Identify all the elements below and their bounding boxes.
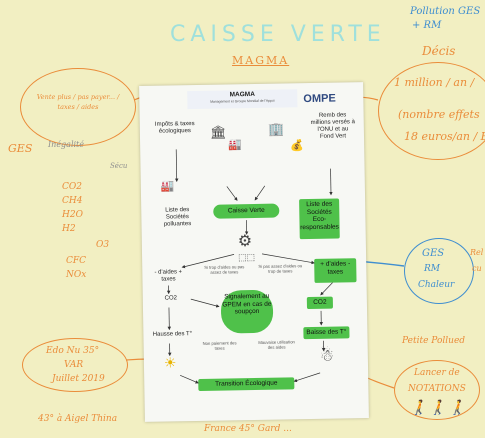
note-chaleur: Chaleur [418,280,455,290]
stick-figures-icon: 🚶🚶🚶 [410,400,469,416]
note-cfc: CFC [66,256,87,266]
poster-title: CAISSE VERTE [170,22,386,47]
left-bubble-text: Vente plus / pas payer... / taxes / aide… [36,93,120,111]
diagram-sheet: MAGMA Management et Groupe Mondial de l'… [139,82,369,422]
note-h2: H2 [62,224,76,234]
note-bottom-left: 43° à Aigel Thina [38,414,118,424]
note-pollued: Petite Pollued [402,336,466,346]
note-rm: + RM [412,20,442,31]
ges-circle [404,238,474,304]
note-edu2: VAR [64,360,84,370]
note-pollution: Pollution GES [410,6,481,17]
note-secu: Sécu [110,162,128,170]
note-co2: CO2 [62,182,82,192]
notations-bubble [394,360,480,420]
note-ch4: CH4 [62,196,83,206]
note-cu: cu [472,264,482,273]
note-edu3: Juillet 2019 [52,374,105,384]
note-bottom-center: France 45° Gard ... [204,424,292,434]
note-rel: Rel [470,248,484,257]
edu-bubble [22,338,128,392]
note-rm-r: RM [424,264,440,274]
poster-subtitle: MAGMA [232,54,290,67]
note-ges: GES [8,142,33,155]
note-notations: NOTATIONS [408,384,466,394]
note-lancer: Lancer de [414,368,460,378]
note-decis: Décis [422,44,456,58]
sheet-arrows [166,149,333,384]
note-inegalite: Inégalité [48,140,85,149]
note-ges-r: GES [422,248,445,259]
note-h2o: H2O [62,210,83,220]
note-o3: O3 [96,240,110,250]
note-edu1: Edo Nu 35° [46,346,100,356]
note-nox: NOx [66,270,87,280]
right-bubble [378,62,485,160]
